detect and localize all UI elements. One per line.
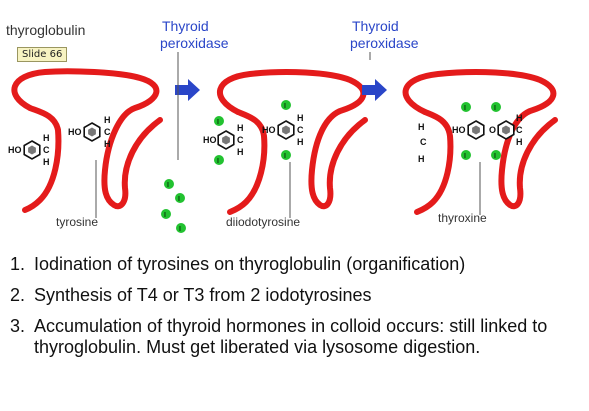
reaction-arrow-1	[175, 79, 200, 101]
svg-text:HO: HO	[262, 125, 276, 135]
step-item: 2. Synthesis of T4 or T3 from 2 iodotyro…	[10, 285, 585, 306]
step-text: Iodination of tyrosines on thyroglobulin…	[34, 254, 466, 274]
svg-text:I: I	[494, 153, 496, 160]
svg-text:H: H	[516, 137, 523, 147]
thyroglobulin-chain-2	[217, 69, 368, 210]
svg-text:HO: HO	[8, 145, 22, 155]
svg-text:C: C	[420, 137, 427, 147]
enzyme-1-line2: peroxidase	[160, 35, 229, 51]
reaction-arrow-2	[362, 79, 387, 101]
slide-number-badge: Slide 66	[17, 47, 68, 62]
svg-text:H: H	[237, 123, 244, 133]
diiodotyrosine-label: diiodotyrosine	[226, 215, 300, 229]
svg-text:H: H	[43, 157, 50, 167]
thyroxine-molecule: HO O C H H I I I I	[452, 102, 523, 160]
step-number: 2.	[10, 285, 26, 305]
step-text: Synthesis of T4 or T3 from 2 iodotyrosin…	[34, 285, 372, 305]
svg-text:I: I	[167, 182, 169, 189]
step-number: 3.	[10, 316, 26, 336]
svg-text:I: I	[464, 153, 466, 160]
svg-text:I: I	[178, 196, 180, 203]
svg-text:H: H	[418, 122, 425, 132]
svg-text:HO: HO	[203, 135, 217, 145]
step-number: 1.	[10, 254, 26, 274]
enzyme-2-line2: peroxidase	[350, 35, 419, 51]
svg-text:C: C	[104, 127, 111, 137]
svg-text:O: O	[489, 125, 496, 135]
svg-text:I: I	[217, 119, 219, 126]
thyroglobulin-chain-3	[402, 69, 558, 210]
step-item: 1. Iodination of tyrosines on thyroglobu…	[10, 254, 585, 275]
enzyme-2-line1: Thyroid	[352, 18, 399, 34]
step-text: Accumulation of thyroid hormones in coll…	[34, 316, 548, 357]
svg-text:I: I	[164, 212, 166, 219]
enzyme-1-line1: Thyroid	[162, 18, 209, 34]
svg-text:HO: HO	[452, 125, 466, 135]
svg-text:C: C	[43, 145, 50, 155]
svg-text:C: C	[516, 125, 523, 135]
svg-text:H: H	[297, 113, 304, 123]
thyroglobulin-chain-1b	[22, 105, 62, 213]
svg-text:H: H	[237, 147, 244, 157]
thyroglobulin-label: thyroglobulin	[6, 22, 85, 38]
diiodotyrosine-molecule-left: HO C H H I I	[203, 116, 244, 165]
svg-text:HO: HO	[68, 127, 82, 137]
thyroglobulin-chain-1	[11, 68, 163, 210]
svg-text:H: H	[43, 133, 50, 143]
svg-text:I: I	[179, 226, 181, 233]
tyrosine-molecule-left: HO C H H	[8, 133, 50, 167]
svg-text:I: I	[284, 103, 286, 110]
thyroxine-label: thyroxine	[438, 211, 487, 225]
svg-text:H: H	[516, 113, 523, 123]
thyroglobulin-chain-3b	[414, 109, 454, 215]
dehydroalanine-residue: H C H	[418, 122, 427, 164]
svg-text:I: I	[494, 105, 496, 112]
svg-text:H: H	[297, 137, 304, 147]
diiodotyrosine-molecule-right: HO C H H I I	[262, 100, 304, 160]
svg-text:I: I	[464, 105, 466, 112]
svg-text:H: H	[418, 154, 425, 164]
svg-text:H: H	[104, 115, 111, 125]
svg-text:I: I	[284, 153, 286, 160]
synthesis-steps-list: 1. Iodination of tyrosines on thyroglobu…	[10, 254, 585, 368]
tyrosine-molecule-right: HO C H H	[68, 115, 111, 149]
thyroid-hormone-synthesis-diagram: thyroglobulin Thyroid peroxidase Thyroid…	[6, 18, 558, 233]
thyroglobulin-chain-2b	[227, 109, 268, 215]
tyrosine-label: tyrosine	[56, 215, 98, 229]
step-item: 3. Accumulation of thyroid hormones in c…	[10, 316, 585, 358]
svg-text:H: H	[104, 139, 111, 149]
svg-text:C: C	[297, 125, 304, 135]
free-iodine-cluster: I I I I	[161, 179, 186, 233]
svg-text:I: I	[217, 158, 219, 165]
svg-text:C: C	[237, 135, 244, 145]
